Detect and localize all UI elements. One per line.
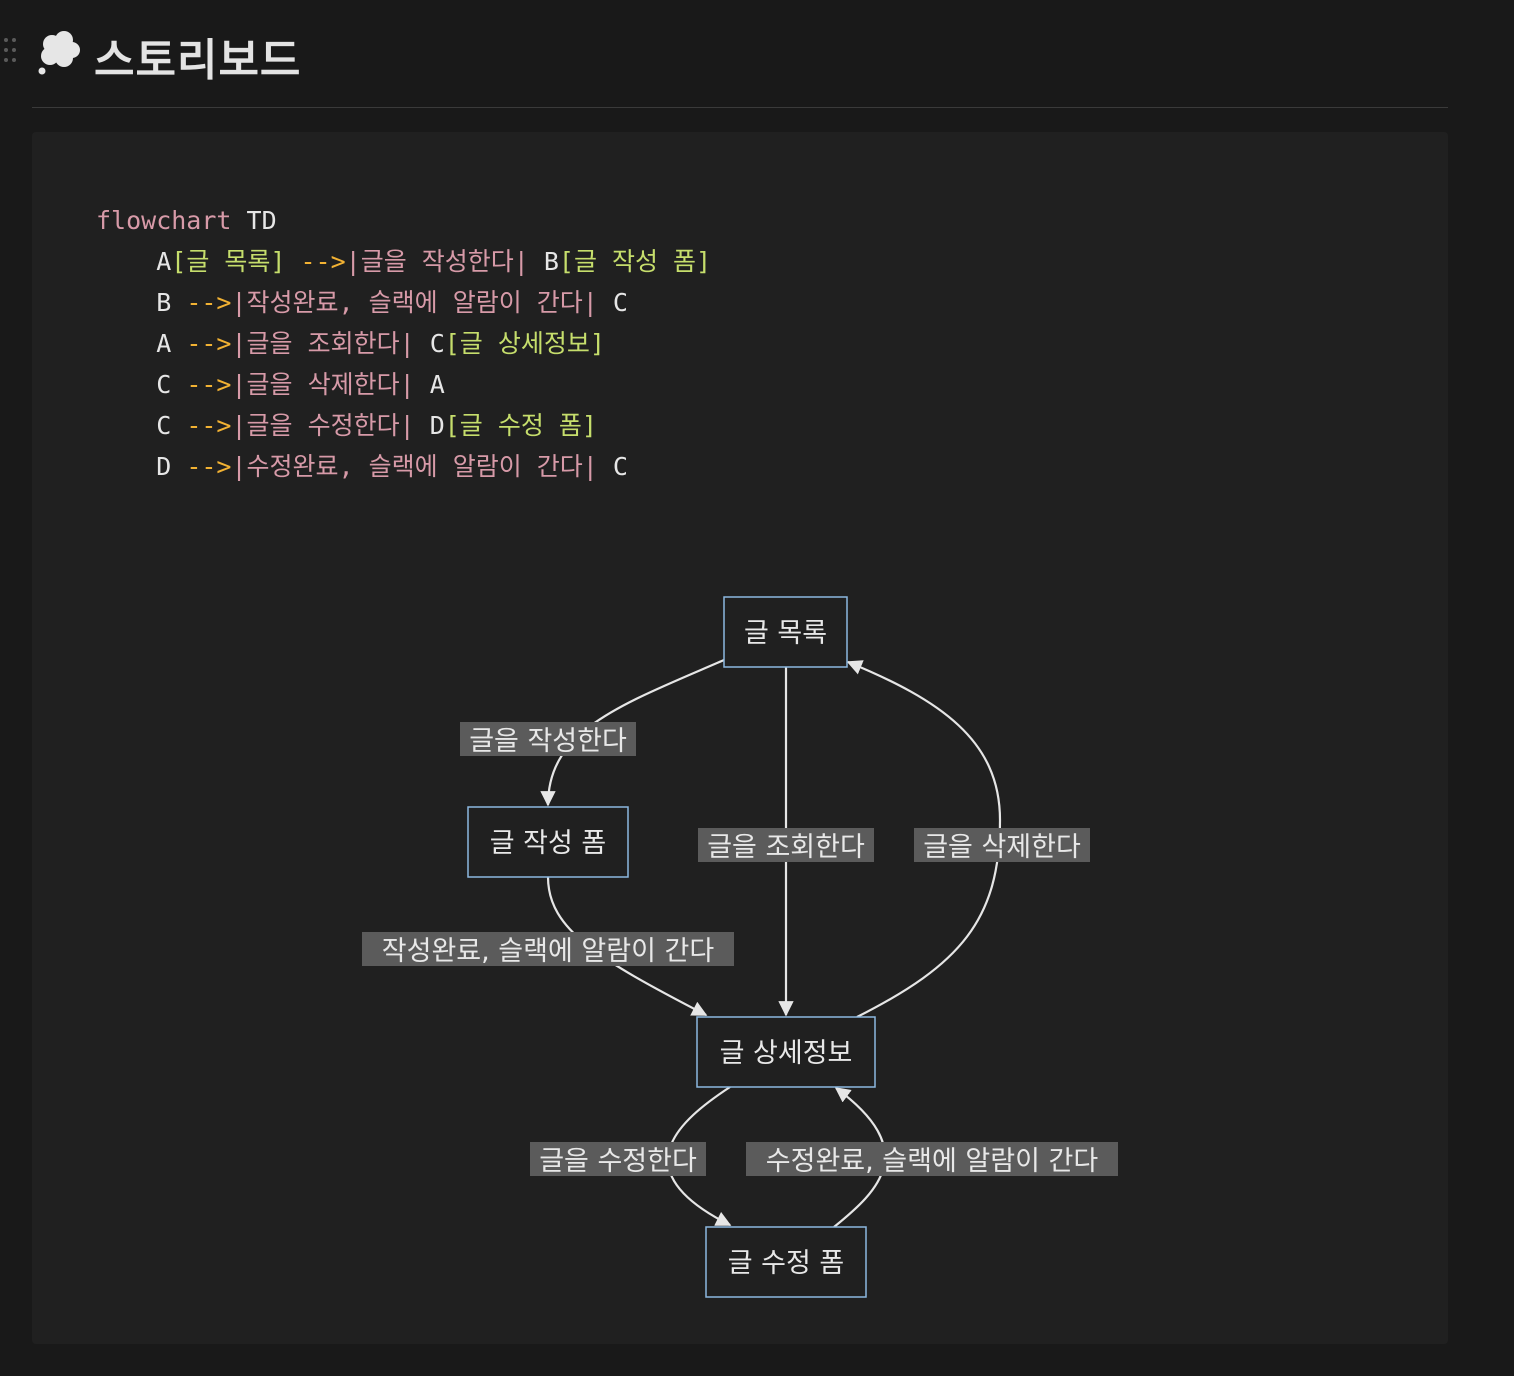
svg-text:수정완료, 슬랙에 알람이 간다: 수정완료, 슬랙에 알람이 간다 <box>766 1146 1099 1177</box>
code-token: [글 목록] <box>171 247 286 276</box>
edge-label-bc: 작성완료, 슬랙에 알람이 간다 <box>362 932 734 967</box>
node-a: 글 목록 <box>723 596 848 668</box>
code-token: |글을 수정한다| <box>231 411 415 440</box>
svg-text:글을 수정한다: 글을 수정한다 <box>539 1146 697 1177</box>
code-token: |작성완료, 슬랙에 알람이 간다| <box>231 288 598 317</box>
code-token: flowchart <box>96 206 232 235</box>
code-line: B -->|작성완료, 슬랙에 알람이 간다| C <box>96 282 711 323</box>
edge-label-dc: 수정완료, 슬랙에 알람이 간다 <box>746 1142 1118 1177</box>
drag-handle-icon[interactable] <box>2 38 20 68</box>
code-token: |글을 삭제한다| <box>231 370 415 399</box>
mermaid-code-block[interactable] <box>32 132 1448 1344</box>
svg-text:글 목록: 글 목록 <box>744 618 827 649</box>
page-title: 스토리보드 <box>94 35 302 86</box>
code-token: --> <box>171 288 232 317</box>
code-token: TD <box>231 206 277 235</box>
edge-label-ca: 글을 삭제한다 <box>914 828 1090 863</box>
svg-text:글 수정 폼: 글 수정 폼 <box>728 1248 845 1279</box>
code-line: C -->|글을 삭제한다| A <box>96 364 711 405</box>
svg-text:글 상세정보: 글 상세정보 <box>720 1038 853 1069</box>
code-token: C <box>414 329 445 358</box>
code-token: --> <box>285 247 346 276</box>
code-line: C -->|글을 수정한다| D[글 수정 폼] <box>96 405 711 446</box>
code-text[interactable]: flowchart TD A[글 목록] -->|글을 작성한다| B[글 작성… <box>96 200 711 487</box>
code-line: flowchart TD <box>96 200 711 241</box>
code-line: A[글 목록] -->|글을 작성한다| B[글 작성 폼] <box>96 241 711 282</box>
node-c: 글 상세정보 <box>696 1016 876 1088</box>
node-d: 글 수정 폼 <box>705 1226 867 1298</box>
code-token: D <box>96 452 172 481</box>
code-token: |글을 조회한다| <box>231 329 415 358</box>
edge-label-ac: 글을 조회한다 <box>698 828 874 863</box>
code-token: --> <box>171 370 232 399</box>
node-b: 글 작성 폼 <box>467 806 629 878</box>
code-token: --> <box>171 329 232 358</box>
code-token: |수정완료, 슬랙에 알람이 간다| <box>231 452 598 481</box>
code-token: A <box>414 370 445 399</box>
code-token: [글 작성 폼] <box>558 247 712 276</box>
code-token: C <box>96 411 172 440</box>
code-token: A <box>96 247 172 276</box>
code-token: [글 수정 폼] <box>444 411 597 440</box>
code-line: A -->|글을 조회한다| C[글 상세정보] <box>96 323 711 364</box>
thought-balloon-icon <box>38 31 80 75</box>
svg-text:글을 삭제한다: 글을 삭제한다 <box>923 832 1081 863</box>
edge-label-ab: 글을 작성한다 <box>460 722 636 757</box>
svg-text:글을 조회한다: 글을 조회한다 <box>707 832 865 863</box>
code-token: --> <box>171 411 232 440</box>
code-token: C <box>597 288 628 317</box>
code-line: D -->|수정완료, 슬랙에 알람이 간다| C <box>96 446 711 487</box>
edge-a-b <box>540 658 725 807</box>
code-token: D <box>414 411 445 440</box>
code-token: B <box>528 247 559 276</box>
code-token: |글을 작성한다| <box>345 247 529 276</box>
code-token: C <box>597 452 628 481</box>
svg-text:글 작성 폼: 글 작성 폼 <box>490 828 607 859</box>
code-token: C <box>96 370 172 399</box>
svg-text:글을 작성한다: 글을 작성한다 <box>469 726 627 757</box>
divider <box>32 107 1448 108</box>
edge-c-a <box>846 660 1002 1018</box>
code-token: --> <box>171 452 232 481</box>
edge-label-cd: 글을 수정한다 <box>530 1142 706 1177</box>
code-token: B <box>96 288 172 317</box>
code-token: [글 상세정보] <box>444 329 605 358</box>
code-token: A <box>96 329 172 358</box>
svg-text:작성완료, 슬랙에 알람이 간다: 작성완료, 슬랙에 알람이 간다 <box>382 936 715 967</box>
